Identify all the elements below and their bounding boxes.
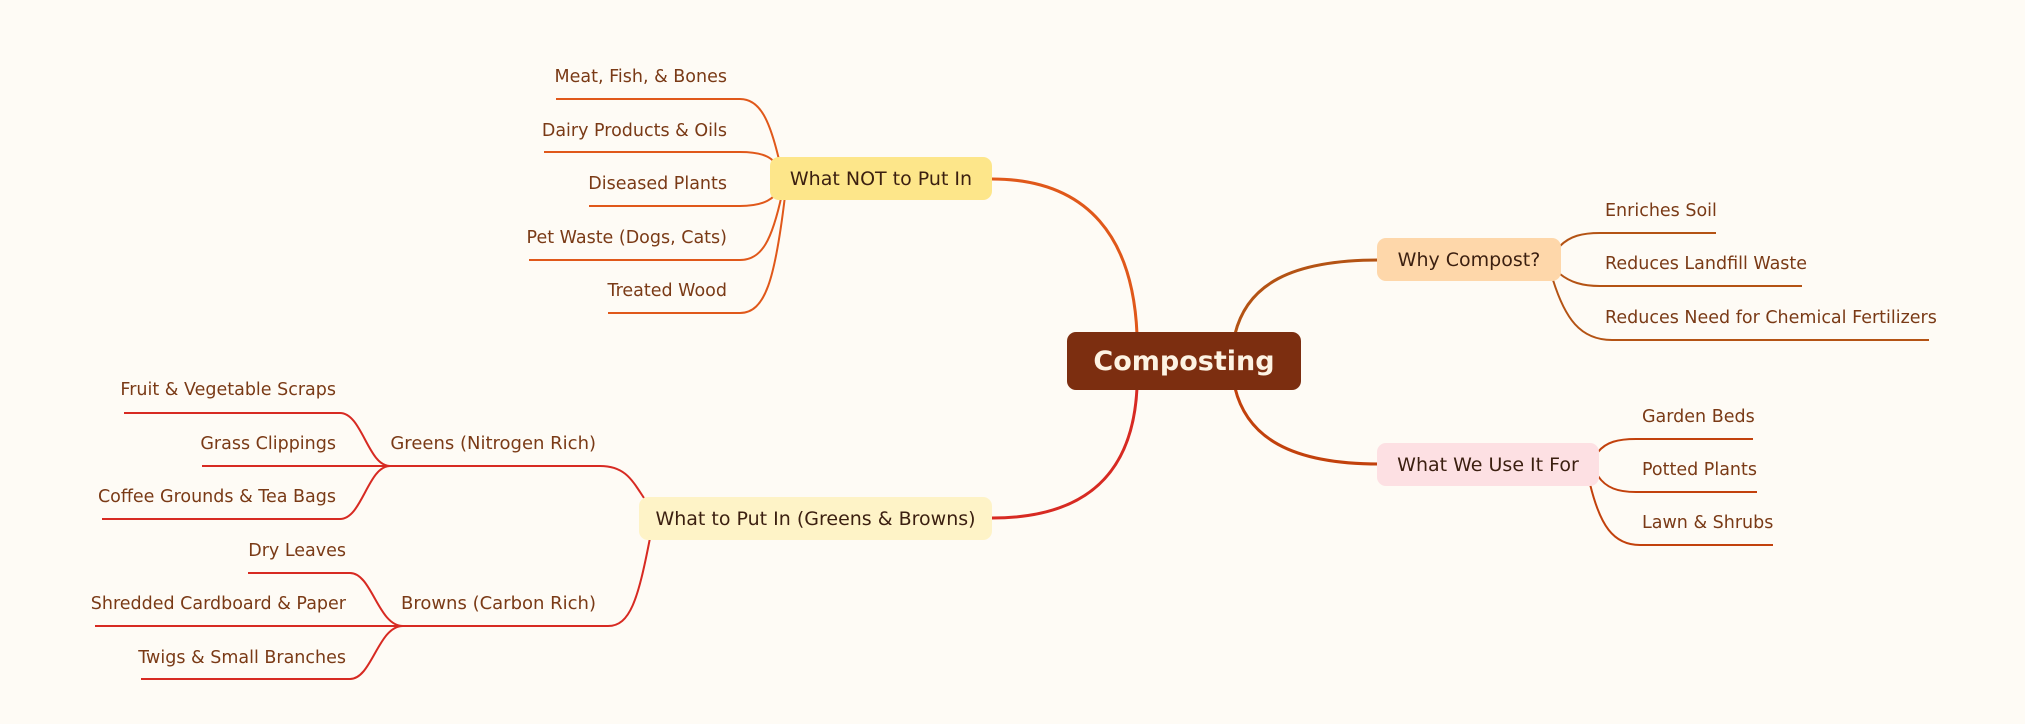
edge-root-use: [1233, 387, 1380, 466]
leaf-dairy-products-oils[interactable]: Dairy Products & Oils: [541, 121, 727, 141]
edge-root-not-put-in: [991, 177, 1139, 335]
branch-what-we-use-it-for[interactable]: What We Use It For: [1377, 443, 1599, 486]
leaf-reduces-landfill-waste[interactable]: Reduces Landfill Waste: [1605, 254, 1808, 274]
branch-why-compost[interactable]: Why Compost?: [1377, 238, 1561, 281]
edge-greens-3: [102, 465, 391, 520]
leaf-shredded-cardboard-paper[interactable]: Shredded Cardboard & Paper: [90, 594, 346, 614]
leaf-grass-clippings[interactable]: Grass Clippings: [200, 434, 336, 454]
edge-why-1: [1559, 232, 1716, 247]
edge-not-4: [529, 193, 783, 261]
why-edges: [1552, 232, 1929, 341]
edge-root-why: [1233, 258, 1380, 335]
edge-use-3: [1589, 483, 1773, 546]
edge-put-greens: [390, 465, 645, 499]
subgroup-browns[interactable]: Browns (Carbon Rich): [400, 593, 596, 614]
leaf-enriches-soil[interactable]: Enriches Soil: [1605, 201, 1717, 221]
edge-use-1: [1597, 438, 1753, 453]
leaf-reduces-chemical-fertilizers[interactable]: Reduces Need for Chemical Fertilizers: [1605, 308, 1937, 328]
put-in-edges: [95, 412, 651, 680]
leaf-pet-waste[interactable]: Pet Waste (Dogs, Cats): [526, 228, 727, 248]
branch-what-to-put-in[interactable]: What to Put In (Greens & Browns): [639, 497, 992, 540]
edge-not-1: [556, 98, 781, 165]
branch-what-not-to-put-in[interactable]: What NOT to Put In: [770, 157, 992, 200]
edge-why-3: [1552, 279, 1929, 341]
use-edges: [1589, 438, 1773, 546]
leaf-twigs-small-branches[interactable]: Twigs & Small Branches: [138, 648, 346, 668]
leaf-dry-leaves[interactable]: Dry Leaves: [248, 541, 346, 561]
edge-not-5: [608, 195, 786, 314]
edge-greens-1: [124, 412, 391, 467]
edge-put-browns: [400, 537, 651, 627]
leaf-coffee-grounds-tea-bags[interactable]: Coffee Grounds & Tea Bags: [97, 487, 336, 507]
edge-root-put-in: [991, 387, 1139, 520]
leaf-treated-wood[interactable]: Treated Wood: [607, 281, 727, 301]
edge-browns-3: [141, 625, 404, 680]
leaf-meat-fish-bones[interactable]: Meat, Fish, & Bones: [554, 67, 727, 87]
edge-why-2: [1559, 273, 1802, 287]
leaf-garden-beds[interactable]: Garden Beds: [1642, 407, 1755, 427]
leaf-lawn-shrubs[interactable]: Lawn & Shrubs: [1642, 513, 1774, 533]
root-node-composting[interactable]: Composting: [1067, 332, 1301, 390]
edge-use-2: [1597, 475, 1757, 493]
subgroup-greens[interactable]: Greens (Nitrogen Rich): [390, 433, 596, 454]
edge-browns-1: [248, 572, 404, 627]
edge-not-2: [544, 151, 781, 173]
leaf-diseased-plants[interactable]: Diseased Plants: [588, 174, 727, 194]
leaf-potted-plants[interactable]: Potted Plants: [1642, 460, 1758, 480]
leaf-fruit-vegetable-scraps[interactable]: Fruit & Vegetable Scraps: [120, 380, 336, 400]
